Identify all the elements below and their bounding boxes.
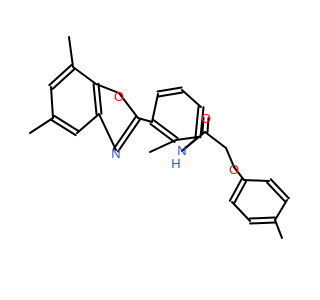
molecule-canvas: O N N H O O [29,36,290,239]
bond-a5-a6 [152,119,179,139]
molecule-structure: O N N H O O [29,36,290,239]
bond-p5-p6 [269,178,290,200]
bond-a1-a2 [157,91,184,98]
amide-nitrogen-label: N [177,143,186,158]
amide-hydrogen-label: H [171,156,180,171]
bond-b6-b5 [50,86,54,119]
bond-a3-a4 [194,105,200,138]
bond-a4-a5 [175,136,199,141]
bond-b7-b6 [48,64,73,87]
bond-cco-ch2 [204,131,227,149]
bond-b5-me5 [29,117,54,134]
bond-nam-cco [181,131,206,152]
bond-a5-me2 [149,139,177,153]
bond-p1-p2 [228,177,243,202]
carbonyl-oxygen-label: O [201,111,211,126]
bond-oring-c2 [118,92,139,119]
bond-cco-ocb-second [201,116,205,133]
bond-a1-a2-second [156,86,183,93]
ether-oxygen-label: O [229,162,239,177]
bond-p4-p5 [274,199,288,221]
bond-nring-b3a [98,113,117,151]
bond-layer [29,36,290,239]
bond-a3-a4-second [199,106,205,139]
bond-p3-p4 [249,221,277,225]
bond-b5-b4-second [53,114,80,132]
bond-b5-b4 [50,119,77,137]
bond-p6-p1 [243,179,270,182]
bond-c2-nring-second [117,118,142,153]
atom-label-layer: O N N H O O [111,89,239,177]
bond-ch2-oeth [225,147,235,168]
bond-me7-b7 [68,36,74,68]
bond-a5-a6-second [149,123,176,143]
bond-p1-p2-second [233,180,248,205]
bond-p3-p4-second [248,216,276,220]
bond-c2-a6 [137,117,153,123]
bond-oeth-p1 [233,166,245,181]
ring-nitrogen-label: N [111,146,120,161]
ring-oxygen-label: O [114,89,124,104]
bond-c2-nring [112,115,137,150]
bond-b4-b3a [76,113,100,134]
bond-p2-p3 [231,201,251,222]
bond-a6-a1 [151,93,159,123]
bond-b3a-b7a-second [92,83,98,116]
bond-p5-p6-second [266,181,287,203]
bond-b7-b6-second [51,67,76,90]
bond-p4-me4 [274,219,283,239]
bond-b7a-oring [95,83,120,94]
bond-b3a-b7a [97,82,103,115]
bond-cco-ocb [206,117,210,134]
bond-a2-a3 [181,89,202,108]
bond-b7a-b7 [72,66,97,85]
